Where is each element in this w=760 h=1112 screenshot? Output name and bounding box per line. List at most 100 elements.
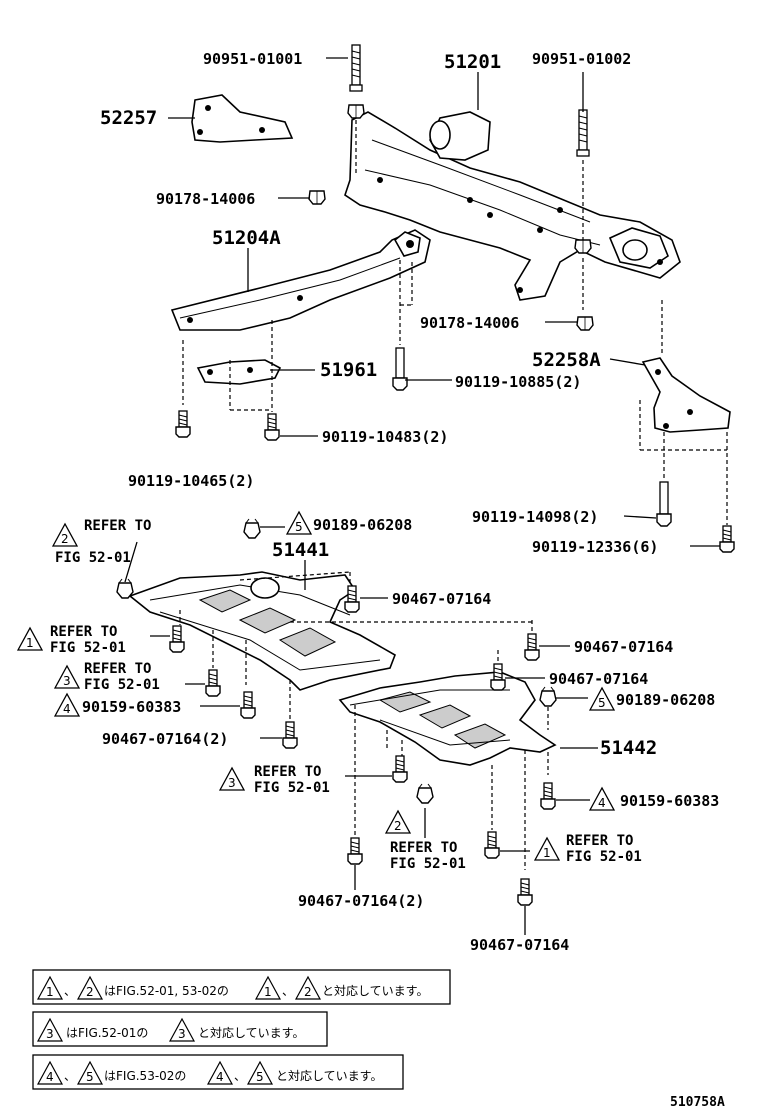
bracket-52257 — [191, 94, 294, 143]
triangle-icon — [36, 1060, 64, 1085]
label-90467-07164: 90467-07164 — [574, 638, 673, 656]
bolt-90467-07164 — [517, 878, 533, 906]
triangle-icon — [588, 786, 616, 811]
note-box-3: 4 、 5 はFIG.53-02の 4 、 5 と対応しています。 — [32, 1054, 404, 1090]
triangle-number: 2 — [394, 819, 402, 833]
triangle-icon — [384, 809, 412, 834]
triangle-number: 2 — [304, 985, 312, 999]
triangle-icon — [206, 1060, 234, 1085]
refer-text: REFER TO — [254, 764, 321, 780]
refer-text: REFER TO — [84, 661, 151, 677]
triangle-icon — [76, 975, 104, 1000]
refer-callout-1-left: 1 REFER TO FIG 52-01 — [16, 624, 126, 656]
bracket-52258A — [641, 357, 731, 433]
triangle-4-left: 4 — [53, 692, 81, 717]
label-90951-01001: 90951-01001 — [203, 50, 302, 68]
fig-text: FIG 52-01 — [390, 856, 466, 872]
triangle-icon — [16, 626, 44, 651]
triangle-icon — [168, 1017, 196, 1042]
note-text: 、 — [64, 984, 76, 998]
label-51442: 51442 — [600, 737, 657, 759]
crossmember-51201 — [344, 111, 681, 301]
triangle-icon — [76, 1060, 104, 1085]
label-90467-07164: 90467-07164 — [392, 590, 491, 608]
note-text: 、 — [64, 1069, 76, 1083]
nut-icon — [574, 239, 592, 254]
label-51441: 51441 — [272, 539, 329, 561]
refer-callout-2-top: 2 REFER TO FIG 52-01 — [51, 518, 151, 566]
bolt-icon — [205, 669, 221, 697]
refer-callout-1-right: 1 REFER TO FIG 52-01 — [533, 833, 642, 865]
stud-bolt-90951-01002 — [576, 109, 590, 157]
leader-lines — [124, 57, 720, 935]
triangle-number: 3 — [228, 776, 236, 790]
bolt-90159-60383 — [540, 782, 556, 810]
triangle-number: 2 — [61, 532, 69, 546]
note-text: はFIG.52-01の — [66, 1026, 148, 1040]
fig-text: FIG 52-01 — [254, 780, 330, 796]
label-51961: 51961 — [320, 359, 377, 381]
triangle-number: 4 — [216, 1070, 224, 1084]
fig-text: FIG 52-01 — [50, 640, 126, 656]
label-90189-06208: 90189-06208 — [616, 691, 715, 709]
label-90159-60383: 90159-60383 — [82, 698, 181, 716]
plate-51961 — [196, 359, 282, 385]
bolt-90119-10483 — [264, 413, 280, 441]
triangle-icon — [51, 522, 79, 547]
triangle-number: 3 — [63, 674, 71, 688]
triangle-5-right: 5 — [588, 686, 616, 711]
clip-90189-06208 — [539, 686, 557, 707]
brace-51204A — [170, 229, 431, 331]
note-text: 、 — [282, 984, 294, 998]
bolt-90119-10465 — [175, 410, 191, 438]
bolt-90467-07164 — [282, 721, 298, 749]
triangle-4-right: 4 — [588, 786, 616, 811]
bolt-90159-60383 — [240, 691, 256, 719]
note-text: はFIG.53-02の — [104, 1069, 186, 1083]
label-51204A: 51204A — [212, 227, 281, 249]
triangle-number: 5 — [256, 1070, 264, 1084]
triangle-number: 2 — [86, 985, 94, 999]
triangle-icon — [246, 1060, 274, 1085]
label-90178-14006: 90178-14006 — [420, 314, 519, 332]
triangle-number: 1 — [46, 985, 54, 999]
note-text: 、 — [234, 1069, 246, 1083]
label-52258A: 52258A — [532, 349, 601, 371]
refer-callout-3-middle: 3 REFER TO FIG 52-01 — [218, 764, 330, 796]
label-90119-10483: 90119-10483(2) — [322, 428, 448, 446]
triangle-icon — [36, 1017, 64, 1042]
triangle-number: 3 — [178, 1027, 186, 1041]
nut-90178-14006 — [576, 316, 594, 331]
triangle-number: 1 — [543, 846, 551, 860]
bolt-90119-10885 — [392, 347, 408, 391]
clip-90189-06208 — [243, 518, 261, 539]
triangle-number: 4 — [46, 1070, 54, 1084]
bolt-90467-07164 — [347, 837, 363, 865]
bolt-90119-14098 — [656, 481, 672, 527]
bolt-icon — [169, 625, 185, 653]
refer-text: REFER TO — [566, 833, 633, 849]
label-51201: 51201 — [444, 51, 501, 73]
figure-id: 510758A — [670, 1095, 725, 1110]
triangle-icon — [53, 692, 81, 717]
triangle-number: 3 — [46, 1027, 54, 1041]
triangle-number: 5 — [598, 696, 606, 710]
refer-text: REFER TO — [390, 840, 457, 856]
label-90119-14098: 90119-14098(2) — [472, 508, 598, 526]
label-90189-06208: 90189-06208 — [313, 516, 412, 534]
triangle-icon — [294, 975, 322, 1000]
bolt-icon — [392, 755, 408, 783]
triangle-icon — [254, 975, 282, 1000]
note-text: はFIG.52-01, 53-02の — [104, 984, 229, 998]
bolt-90467-07164 — [524, 633, 540, 661]
label-90119-10885: 90119-10885(2) — [455, 373, 581, 391]
refer-text: REFER TO — [84, 518, 151, 534]
note-box-1: 1 、 2 はFIG.52-01, 53-02の 1 、 2 と対応しています。 — [32, 969, 451, 1005]
triangle-icon — [53, 664, 81, 689]
under-cover-51441 — [128, 571, 396, 691]
note-box-2: 3 はFIG.52-01の 3 と対応しています。 — [32, 1011, 328, 1047]
label-90467-07164-2: 90467-07164(2) — [298, 892, 424, 910]
refer-callout-3-left: 3 REFER TO FIG 52-01 — [53, 661, 160, 693]
